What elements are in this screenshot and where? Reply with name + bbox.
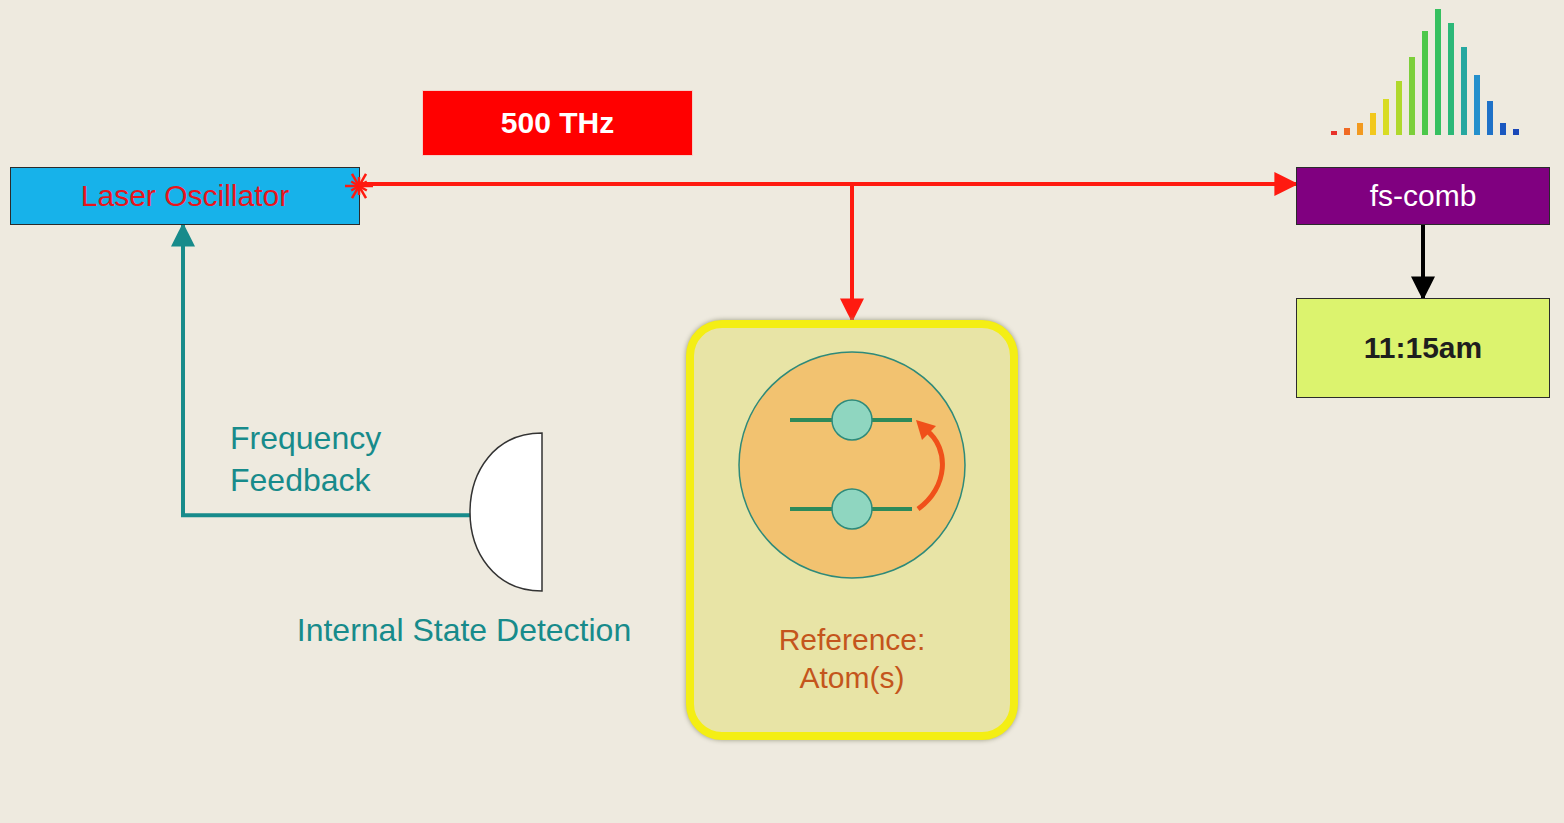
transition-arrow-head <box>916 420 936 440</box>
time-display-box: 11:15am <box>1296 298 1550 398</box>
atom-reference-box: Reference: Atom(s) <box>686 320 1018 740</box>
star-ray <box>352 186 359 198</box>
comb-line <box>1461 47 1467 135</box>
level-population <box>832 489 872 529</box>
node-text: Laser Oscillator <box>81 177 289 215</box>
laser-emission-star <box>344 171 374 201</box>
fs-comb-box: fs-comb <box>1296 167 1550 225</box>
comb-line <box>1370 113 1376 135</box>
connector <box>1421 225 1425 298</box>
comb-line <box>1357 123 1363 135</box>
comb-line <box>1474 75 1480 135</box>
star-ray <box>352 174 359 186</box>
atom-circle <box>739 352 965 578</box>
star-ray <box>359 182 367 187</box>
transition-arrow <box>918 430 942 509</box>
comb-line <box>1500 123 1506 135</box>
connector <box>183 225 470 515</box>
comb-line <box>1435 9 1441 135</box>
node-text: Reference: Atom(s) <box>752 621 952 696</box>
detector-label: Internal State Detection <box>297 610 631 650</box>
detector: Internal State Detection <box>470 432 542 592</box>
comb-line <box>1396 81 1402 135</box>
node-text: 500 THz <box>501 104 614 142</box>
comb-line <box>1448 23 1454 135</box>
star-ray <box>359 186 366 198</box>
node-text: 11:15am <box>1364 329 1482 367</box>
comb-line <box>1409 57 1415 135</box>
frequency-box: 500 THz <box>422 90 693 156</box>
comb-line <box>1513 129 1519 135</box>
node-text: fs-comb <box>1370 177 1477 215</box>
comb-line <box>1344 128 1350 135</box>
comb-line <box>1383 99 1389 135</box>
star-ray <box>359 174 366 186</box>
laser-oscillator-box: Laser Oscillator <box>10 167 360 225</box>
comb-line <box>1422 31 1428 135</box>
detector-shape <box>470 432 542 592</box>
edge-label: Frequency Feedback <box>230 418 430 501</box>
connector <box>360 184 852 320</box>
comb-line <box>1331 131 1337 135</box>
comb-line <box>1487 101 1493 135</box>
level-population <box>832 400 872 440</box>
detector-outline <box>470 433 542 591</box>
